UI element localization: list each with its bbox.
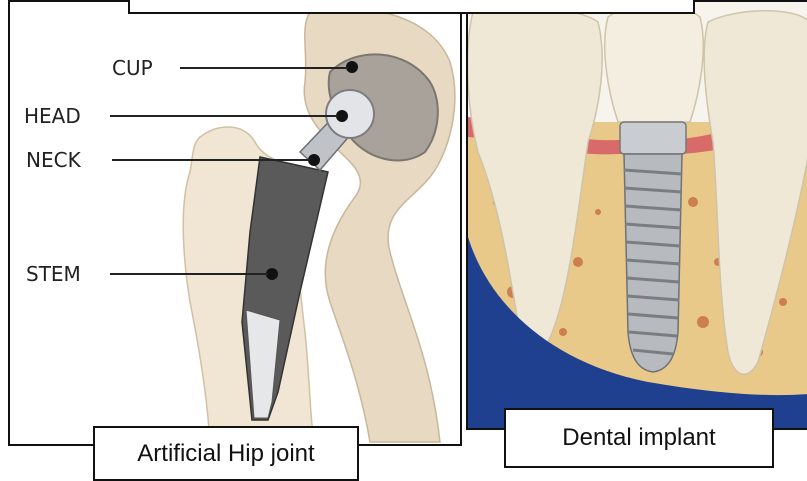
implant-head: [326, 90, 374, 138]
dental-implant-caption: Dental implant: [504, 408, 774, 468]
dental-implant-illustration: [468, 2, 807, 430]
implant-abutment: [620, 122, 686, 154]
stem-label: STEM: [26, 262, 81, 286]
implant-crown: [605, 6, 704, 122]
dental-implant-panel: [466, 0, 807, 430]
hip-joint-panel: CUP HEAD NECK STEM: [8, 0, 462, 446]
top-caption-box: [128, 0, 695, 14]
hip-joint-illustration: CUP HEAD NECK STEM: [10, 2, 464, 448]
neck-label: NECK: [26, 148, 82, 172]
cup-label: CUP: [112, 56, 153, 80]
hip-joint-caption: Artificial Hip joint: [93, 426, 359, 481]
head-label: HEAD: [24, 104, 81, 128]
